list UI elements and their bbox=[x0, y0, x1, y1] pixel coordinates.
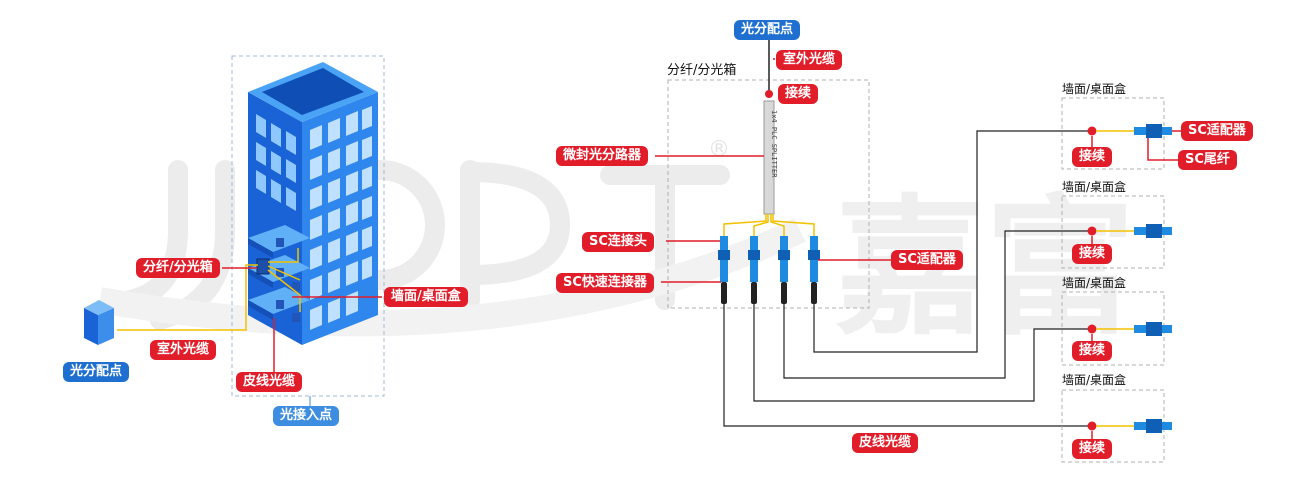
right-distribution-point-label: 光分配点 bbox=[734, 20, 801, 40]
wall-box-contents bbox=[1087, 124, 1172, 433]
sc-adapter-label: SC适配器 bbox=[891, 250, 963, 270]
wall-box-1-splice-label: 接续 bbox=[1072, 147, 1113, 167]
wall-box-1-adapter-label: SC适配器 bbox=[1181, 121, 1253, 141]
wall-box-frames bbox=[1061, 97, 1165, 463]
windows-left-face bbox=[256, 114, 296, 211]
building-roof-inner bbox=[262, 68, 364, 115]
wall-box-4-splice-label: 接续 bbox=[1072, 439, 1113, 459]
distribution-point-top-face bbox=[84, 300, 114, 315]
micro-splitter-label: 微封光分路器 bbox=[556, 146, 649, 166]
top-splice-dot bbox=[765, 90, 773, 98]
distribution-point-right-face bbox=[98, 308, 114, 345]
left-drop-cable-label: 皮线光缆 bbox=[236, 372, 303, 392]
sc-fast-connector-label: SC快速连接器 bbox=[556, 273, 654, 293]
wall-box-3-title: 墙面/桌面盒 bbox=[1062, 276, 1127, 290]
right-outdoor-cable-label: 室外光缆 bbox=[776, 50, 843, 70]
watermark-chinese: 嘉富 bbox=[835, 182, 1135, 356]
splitter-body-text: 1x4 PLC SPLITTER bbox=[770, 110, 778, 178]
left-yellow-cables bbox=[117, 248, 301, 331]
top-splice-label: 接续 bbox=[778, 84, 819, 104]
sc-connector-stacks bbox=[718, 236, 820, 304]
splitter-box-title: 分纤/分光箱 bbox=[667, 63, 737, 78]
building-dashed-frame bbox=[231, 55, 385, 397]
wall-box-2-splice-label: 接续 bbox=[1072, 244, 1113, 264]
wall-box-2-title: 墙面/桌面盒 bbox=[1062, 180, 1127, 194]
distribution-point-left-face bbox=[84, 308, 98, 345]
drop-cables bbox=[723, 130, 1088, 427]
left-fiber-dist-box-label: 分纤/分光箱 bbox=[136, 258, 220, 278]
left-distribution-point-label: 光分配点 bbox=[63, 362, 130, 382]
micro-splitter-body bbox=[763, 100, 775, 215]
wall-box-3-splice-label: 接续 bbox=[1072, 341, 1113, 361]
sc-connector-label: SC连接头 bbox=[582, 232, 654, 252]
windows-right-face bbox=[310, 106, 372, 330]
left-entry-point-label: 光接入点 bbox=[273, 406, 340, 426]
left-outdoor-cable-label: 室外光缆 bbox=[150, 340, 217, 360]
wall-box-4-title: 墙面/桌面盒 bbox=[1062, 373, 1127, 387]
splitter-fanout bbox=[723, 214, 815, 236]
right-drop-cable-label: 皮线光缆 bbox=[852, 433, 919, 453]
left-leader-lines bbox=[222, 267, 382, 373]
wall-box-1-pigtail-label: SC尾纤 bbox=[1178, 150, 1237, 170]
right-leader-lines bbox=[655, 58, 1181, 439]
left-wall-desk-box-label: 墙面/桌面盒 bbox=[384, 287, 468, 307]
wall-box-1-title: 墙面/桌面盒 bbox=[1062, 82, 1127, 96]
